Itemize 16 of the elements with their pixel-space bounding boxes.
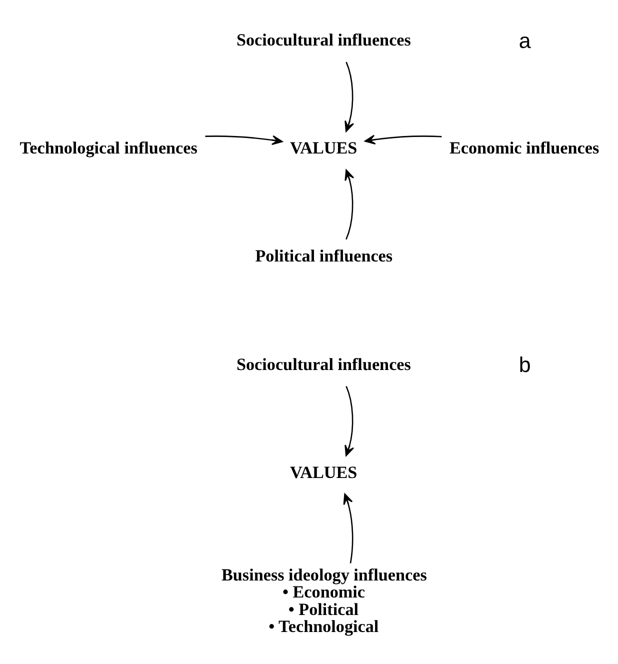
- arrow: [205, 135, 283, 146]
- label: b: [518, 353, 531, 378]
- label: a: [518, 28, 531, 53]
- node-text: Political influences: [255, 246, 393, 266]
- arrow: [344, 62, 354, 132]
- node-text: Sociocultural influences: [236, 354, 411, 374]
- arrow: [344, 170, 354, 240]
- node-text: VALUES: [290, 462, 358, 482]
- arrow: [364, 134, 442, 145]
- arrow: [344, 386, 354, 456]
- node-text: Business ideology influences • Economic • Political • Technological: [222, 566, 427, 636]
- node-text: Economic influences: [449, 138, 600, 158]
- arrow: [343, 493, 354, 564]
- node-text: Sociocultural influences: [236, 30, 411, 50]
- node-text: Technological influences: [20, 138, 198, 158]
- node-text: VALUES: [290, 138, 358, 158]
